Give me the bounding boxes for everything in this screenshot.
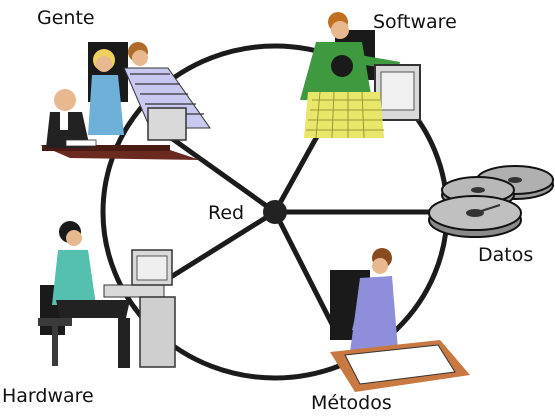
drafting-table-icon: [330, 248, 470, 392]
label-gente: Gente: [37, 7, 95, 29]
label-software: Software: [373, 11, 457, 33]
spoke-metodos: [272, 210, 338, 332]
disk-storage-icon: [428, 165, 554, 238]
programmers-computer-icon: [300, 12, 421, 139]
label-datos: Datos: [478, 244, 534, 266]
label-hardware: Hardware: [2, 385, 94, 407]
network-hub: [263, 200, 287, 224]
people-meeting-icon: [40, 42, 211, 160]
label-metodos: Métodos: [311, 392, 392, 414]
computer-workstation-icon: [38, 221, 176, 368]
label-red: Red: [208, 202, 245, 224]
spoke-gente: [158, 127, 277, 215]
